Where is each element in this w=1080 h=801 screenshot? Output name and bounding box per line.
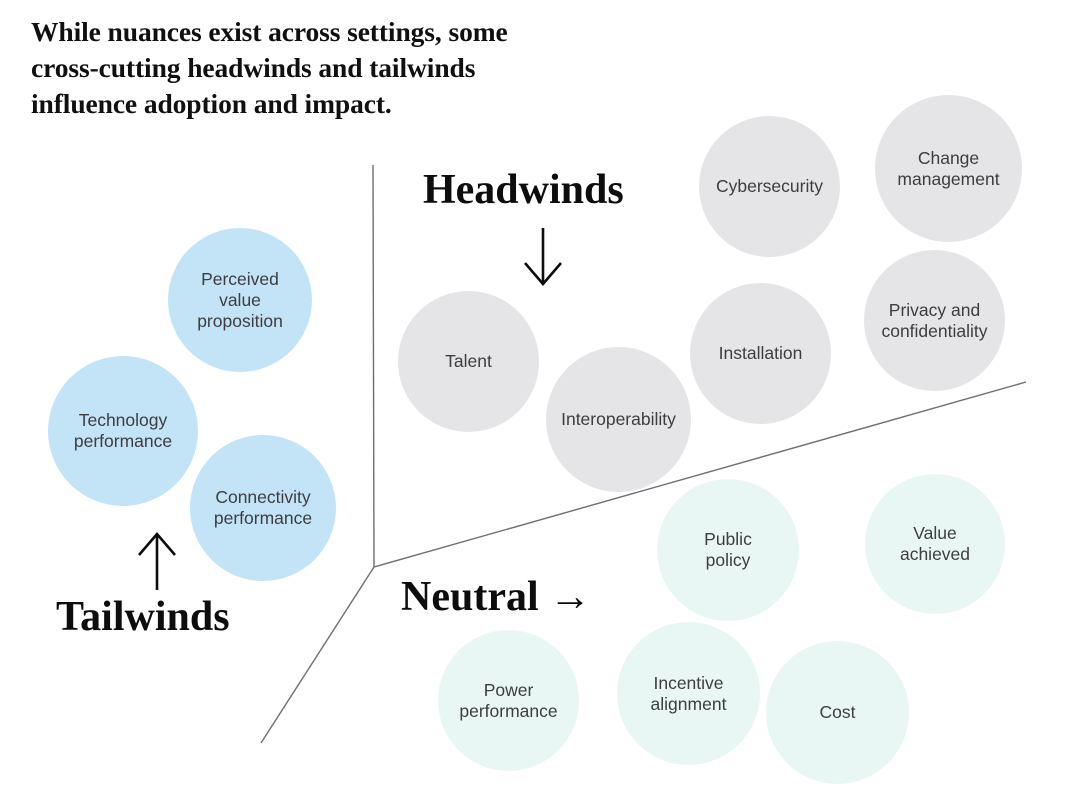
bubble-change-management[interactable]: Change management <box>875 95 1022 242</box>
bubble-incentive-alignment[interactable]: Incentive alignment <box>617 622 760 765</box>
bubble-cybersecurity[interactable]: Cybersecurity <box>699 116 840 257</box>
bubble-privacy-and-confidentiality[interactable]: Privacy and confidentiality <box>864 250 1005 391</box>
bubble-perceived-value-proposition[interactable]: Perceived value proposition <box>168 228 312 372</box>
bubble-value-achieved[interactable]: Value achieved <box>865 474 1005 614</box>
axis-line-lower-left <box>260 566 375 744</box>
axis-line-vertical <box>372 164 375 568</box>
bubble-connectivity-performance[interactable]: Connectivity performance <box>190 435 336 581</box>
zone-label-neutral: Neutral → <box>401 574 592 620</box>
bubble-technology-performance[interactable]: Technology performance <box>48 356 198 506</box>
bubble-public-policy[interactable]: Public policy <box>657 479 799 621</box>
bubble-interoperability[interactable]: Interoperability <box>546 347 691 492</box>
zone-label-tailwinds: Tailwinds <box>56 594 230 640</box>
bubble-cost[interactable]: Cost <box>766 641 909 784</box>
arrow-up-icon <box>138 532 176 590</box>
bubble-talent[interactable]: Talent <box>398 291 539 432</box>
page-title: While nuances exist across settings, som… <box>31 16 508 119</box>
bubble-power-performance[interactable]: Power performance <box>438 630 579 771</box>
zone-label-headwinds: Headwinds <box>423 167 624 213</box>
bubble-installation[interactable]: Installation <box>690 283 831 424</box>
arrow-down-icon <box>524 228 562 286</box>
